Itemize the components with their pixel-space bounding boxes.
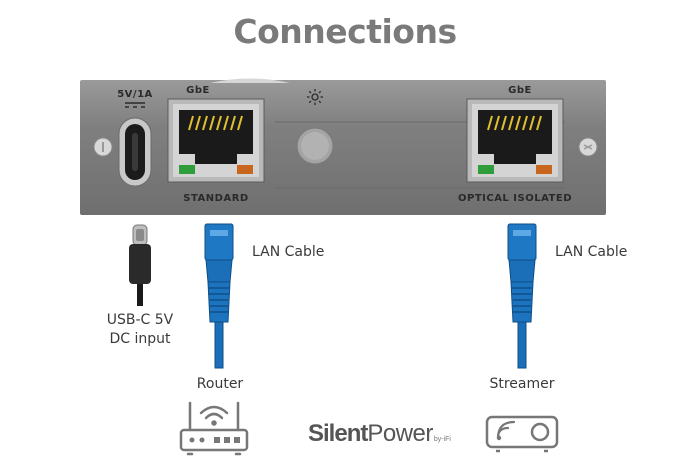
led-indicator-icon	[307, 89, 323, 105]
usb-caption-line2: DC input	[109, 331, 171, 347]
brand-suffix: by-iFi	[433, 436, 451, 443]
status-light-button[interactable]	[295, 126, 335, 166]
usb-caption-line1: USB-C 5V	[106, 312, 174, 328]
screw-icon	[578, 137, 598, 157]
usb-c-connector-icon	[129, 224, 151, 306]
page-title: Connections	[233, 12, 457, 51]
brand-regular: Power	[367, 420, 433, 447]
dc-symbol-icon	[125, 102, 145, 108]
usb-c-port-icon[interactable]	[118, 117, 152, 187]
screw-icon	[93, 137, 113, 157]
port-right-bottom-label: OPTICAL ISOLATED	[457, 193, 572, 204]
port-left-bottom-label: STANDARD	[183, 193, 249, 204]
brand-bold: Silent	[308, 420, 368, 447]
right-cable-label: LAN Cable	[555, 244, 628, 260]
brand-logo: SilentPowerby-iFi	[308, 420, 451, 448]
ethernet-port-icon[interactable]	[167, 98, 265, 183]
device-rear-panel: 5V/1A GbE STANDARD	[80, 78, 606, 215]
router-label: Router	[196, 376, 244, 392]
port-right-top-label: GbE	[508, 85, 532, 96]
usb-caption: USB-C 5V DC input	[90, 311, 190, 349]
port-left-top-label: GbE	[186, 85, 210, 96]
left-cable-label: LAN Cable	[252, 244, 325, 260]
ethernet-port-icon[interactable]	[466, 98, 564, 183]
rj45-plug-icon	[204, 223, 234, 369]
rj45-plug-icon	[507, 223, 537, 369]
streamer-label: Streamer	[489, 376, 555, 392]
panel-lip	[210, 78, 290, 83]
power-label: 5V/1A	[117, 89, 153, 100]
router-icon	[179, 401, 249, 456]
streamer-icon	[485, 415, 559, 453]
